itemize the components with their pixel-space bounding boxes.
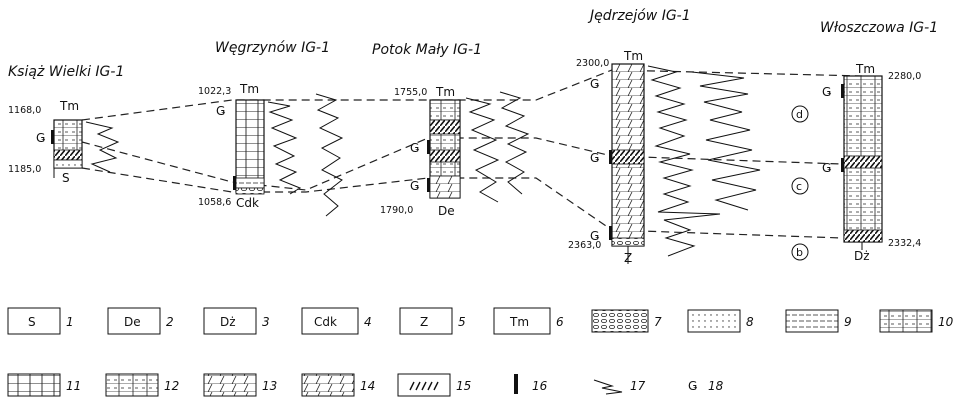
unit-label-top: Tm (623, 49, 643, 63)
svg-text:b: b (796, 246, 803, 259)
well-column-potok (427, 99, 461, 199)
depth-label-top: 2300,0 (576, 58, 609, 69)
well-title: Książ Wielki IG-1 (8, 64, 124, 80)
legend-number: 3 (262, 315, 270, 329)
legend-number: 13 (262, 379, 277, 393)
zone-marker-c: c (791, 177, 809, 195)
log-curve (691, 71, 761, 211)
legend-number: 18 (708, 379, 724, 393)
log-curve (85, 121, 120, 173)
fossil-symbol: Ǥ (590, 77, 600, 91)
fossil-symbol: Ǥ (688, 379, 698, 393)
unit-label-bottom: Z (624, 251, 632, 265)
correlation-line-b (81, 167, 843, 239)
unit-label-bottom: De (438, 204, 455, 218)
depth-label-bottom: 2332,4 (888, 238, 921, 249)
depth-label-bottom: 1790,0 (380, 205, 413, 216)
depth-label-top: 1168,0 (8, 105, 41, 116)
legend-number: 4 (364, 315, 372, 329)
legend-code: Tm (509, 315, 529, 329)
legend-number: 2 (166, 315, 174, 329)
legend-number: 12 (164, 379, 179, 393)
legend-number: 16 (532, 379, 548, 393)
well-column-ksiaz (51, 119, 83, 178)
legend-number: 14 (360, 379, 375, 393)
depth-label-bottom: 1185,0 (8, 164, 41, 175)
zone-marker-d: d (791, 105, 809, 123)
unit-label-top: Tm (59, 99, 79, 113)
log-curve (465, 97, 500, 203)
fossil-symbol: Ǥ (590, 151, 600, 165)
well-column-wegrzynow (233, 99, 265, 195)
legend-code: Cdk (314, 315, 337, 329)
well-column-wloszczowa (841, 75, 883, 250)
depth-label-top: 1022,3 (198, 86, 231, 97)
legend-number: 10 (938, 315, 954, 329)
legend-code: Dż (220, 315, 236, 329)
fossil-symbol: Ǥ (822, 85, 832, 99)
legend-number: 17 (630, 379, 646, 393)
depth-label-top: 2280,0 (888, 71, 921, 82)
fossil-symbol: Ǥ (822, 161, 832, 175)
unit-label-bottom: Cdk (236, 196, 259, 210)
depth-label-bottom: 2363,0 (568, 240, 601, 251)
legend-number: 8 (746, 315, 754, 329)
svg-text:d: d (796, 108, 803, 121)
unit-label-top: Tm (855, 62, 875, 76)
legend-code: De (124, 315, 141, 329)
unit-label-bottom: S (62, 171, 70, 185)
zone-marker-b: b (791, 243, 809, 261)
log-curve (267, 101, 302, 195)
legend-code: S (28, 315, 36, 329)
well-title: Jędrzejów IG-1 (587, 8, 691, 24)
legend-code: Z (420, 315, 428, 329)
fossil-symbol: Ǥ (410, 141, 420, 155)
fossil-symbol: Ǥ (410, 179, 420, 193)
fossil-symbol: Ǥ (216, 104, 226, 118)
legend-number: 5 (458, 315, 466, 329)
log-curve (315, 93, 344, 217)
fossil-symbol: Ǥ (36, 131, 46, 145)
well-title: Potok Mały IG-1 (372, 42, 482, 58)
fossil-symbol: Ǥ (590, 229, 600, 243)
legend-number: 9 (844, 315, 852, 329)
svg-text:c: c (796, 180, 802, 193)
unit-label-bottom: Dż (854, 249, 870, 263)
unit-label-top: Tm (435, 85, 455, 99)
legend-number: 11 (66, 379, 81, 393)
legend-number: 15 (456, 379, 471, 393)
legend: S 1 De 2 Dż 3 Cdk 4 Z 5 Tm 6 7 8 9 10 11… (7, 307, 954, 397)
well-title: Włoszczowa IG-1 (820, 20, 938, 36)
legend-number: 6 (556, 315, 564, 329)
legend-number: 7 (654, 315, 662, 329)
depth-label-bottom: 1058,6 (198, 197, 231, 208)
unit-label-top: Tm (239, 82, 259, 96)
well-column-jedrzejow (609, 63, 645, 264)
log-curve (499, 91, 530, 195)
legend-number: 1 (66, 315, 74, 329)
well-title: Węgrzynów IG-1 (215, 40, 330, 56)
log-curve (647, 65, 721, 257)
depth-label-top: 1755,0 (394, 87, 427, 98)
